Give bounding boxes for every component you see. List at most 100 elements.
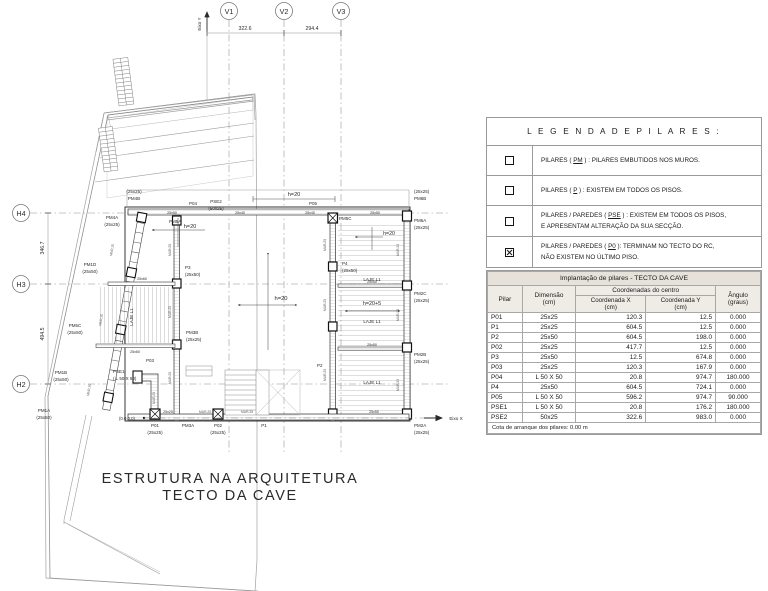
cell-angulo: 0.000 bbox=[715, 352, 761, 363]
svg-text:PM3B: PM3B bbox=[186, 330, 198, 335]
cell-dimensao: 25x25 bbox=[521, 342, 577, 353]
svg-text:P2: P2 bbox=[317, 363, 323, 368]
legend-row-text: PILARES / PAREDES ( PSE ) : EXISTEM EM T… bbox=[533, 206, 761, 236]
svg-text:(25x25): (25x25) bbox=[186, 337, 202, 342]
structural-plan-drawing: V1 V2 V3 Eixo Y bbox=[12, 2, 463, 591]
svg-text:(25x25): (25x25) bbox=[414, 430, 430, 435]
svg-text:P05: P05 bbox=[309, 201, 318, 206]
table-row: P01 25x25 120.3 12.5 0.000 bbox=[487, 312, 761, 323]
svg-text:PM1B: PM1B bbox=[55, 370, 67, 375]
svg-text:(25x50): (25x50) bbox=[53, 377, 69, 382]
legend-symbol-cell bbox=[487, 237, 533, 268]
left-slab-hatch: LAJE L1 bbox=[100, 287, 174, 343]
cell-angulo: 180.000 bbox=[715, 402, 761, 413]
svg-text:PSE1: PSE1 bbox=[113, 369, 125, 374]
cell-y: 198.0 bbox=[645, 332, 717, 343]
svg-text:MUR.25: MUR.25 bbox=[168, 306, 172, 318]
cell-pilar: P1 bbox=[487, 322, 523, 333]
right-slab-hatch-2: LAJE L1 bbox=[338, 289, 406, 346]
svg-text:PM4A: PM4A bbox=[106, 215, 118, 220]
svg-text:P4: P4 bbox=[342, 261, 348, 266]
cell-pilar: P4 bbox=[487, 382, 523, 393]
cell-dimensao: 25x25 bbox=[521, 322, 577, 333]
p01-pillar bbox=[149, 408, 161, 420]
svg-text:PM1D: PM1D bbox=[84, 262, 97, 267]
svg-text:25x50: 25x50 bbox=[370, 211, 380, 215]
svg-text:(25x25): (25x25) bbox=[414, 189, 430, 194]
svg-text:(0.0,0.0): (0.0,0.0) bbox=[119, 416, 136, 421]
svg-text:MUR.25: MUR.25 bbox=[323, 239, 327, 251]
svg-text:(25x25): (25x25) bbox=[210, 430, 226, 435]
svg-text:PM1A: PM1A bbox=[38, 408, 50, 413]
legend-code: P0 bbox=[608, 243, 616, 251]
svg-text:H3: H3 bbox=[16, 280, 25, 289]
legend-row-text: PILARES / PAREDES ( P0 ): TERMINAM NO TE… bbox=[533, 237, 761, 267]
cell-angulo: 0.000 bbox=[715, 312, 761, 323]
svg-text:( L 50 X 50): ( L 50 X 50) bbox=[113, 376, 137, 381]
origin-marker: (0.0,0.0) bbox=[119, 416, 424, 421]
legend-row-pse: PILARES / PAREDES ( PSE ) : EXISTEM EM T… bbox=[487, 206, 761, 238]
table-row: P05 L 50 X 50 596.2 974.7 90.000 bbox=[487, 392, 761, 403]
svg-text:PM2A: PM2A bbox=[414, 423, 426, 428]
pillar-table-body: P01 25x25 120.3 12.5 0.000 P1 25x25 604.… bbox=[487, 312, 761, 434]
table-row: P04 L 50 X 50 20.8 974.7 180.000 bbox=[487, 372, 761, 383]
cell-dimensao: 50x25 bbox=[521, 412, 577, 423]
svg-text:P03: P03 bbox=[146, 358, 155, 363]
cell-pilar: PSE1 bbox=[487, 402, 523, 413]
cell-x: 120.3 bbox=[575, 312, 647, 323]
table-row: P1 25x25 604.5 12.5 0.000 bbox=[487, 322, 761, 333]
svg-text:(25x25): (25x25) bbox=[414, 225, 430, 230]
cell-dimensao: 25x25 bbox=[521, 312, 577, 323]
cell-x: 120.3 bbox=[575, 362, 647, 373]
svg-text:(25x25): (25x25) bbox=[147, 430, 163, 435]
cell-pilar: P05 bbox=[487, 392, 523, 403]
cell-angulo: 0.000 bbox=[715, 342, 761, 353]
header-coord-x-label: Coordenada X bbox=[590, 297, 631, 304]
table-row: P02 25x25 417.7 12.5 0.000 bbox=[487, 342, 761, 353]
header-coord-y-unit: (cm) bbox=[674, 304, 687, 311]
svg-text:PM5A: PM5A bbox=[169, 219, 181, 224]
interior-wall-right bbox=[327, 212, 339, 422]
empty-square-icon bbox=[505, 156, 514, 165]
svg-text:LAJE L1: LAJE L1 bbox=[363, 319, 381, 324]
svg-text:MUR.25: MUR.25 bbox=[396, 244, 400, 256]
svg-text:MUR.25: MUR.25 bbox=[168, 372, 172, 384]
header-dimensao: Dimensão (cm) bbox=[521, 285, 577, 313]
center-thickness-arrow-2: h=20 bbox=[237, 252, 298, 350]
table-row: P4 25x50 604.5 724.1 0.000 bbox=[487, 382, 761, 393]
svg-text:PM6A: PM6A bbox=[414, 218, 426, 223]
svg-text:(25x50): (25x50) bbox=[67, 330, 83, 335]
cell-y: 176.2 bbox=[645, 402, 717, 413]
svg-text:MUR.25: MUR.25 bbox=[152, 392, 156, 404]
p2-pillar bbox=[299, 369, 308, 379]
legend-row-text: PILARES ( PM ) : PILARES EMBUTIDOS NOS M… bbox=[541, 156, 700, 164]
svg-text:25x60: 25x60 bbox=[137, 277, 147, 281]
legend-symbol-cell bbox=[487, 146, 533, 175]
header-coord-x: Coordenada X (cm) bbox=[575, 295, 647, 313]
table-row: P2 25x50 604.5 198.0 0.000 bbox=[487, 332, 761, 343]
cell-angulo: 90.000 bbox=[715, 392, 761, 403]
svg-text:(25x50): (25x50) bbox=[185, 272, 201, 277]
cell-y: 724.1 bbox=[645, 382, 717, 393]
cell-x: 604.5 bbox=[575, 332, 647, 343]
header-angulo: Ângulo (graus) bbox=[715, 285, 761, 313]
cell-angulo: 0.000 bbox=[715, 332, 761, 343]
cell-y: 12.5 bbox=[645, 342, 717, 353]
upper-stair-hatch-2 bbox=[98, 126, 119, 173]
cell-x: 604.5 bbox=[575, 322, 647, 333]
cell-angulo: 0.000 bbox=[715, 362, 761, 373]
top-dimension-chain: 322.6 294.4 bbox=[206, 26, 342, 100]
cell-dimensao: L 50 X 50 bbox=[521, 392, 577, 403]
svg-text:MUR.25: MUR.25 bbox=[396, 379, 400, 391]
top-beam-band: 25x50 25x40 25x40 25x50 bbox=[127, 208, 410, 216]
interior-beam-lower: 25x60 bbox=[95, 343, 176, 354]
cell-pilar: P04 bbox=[487, 372, 523, 383]
cell-dimensao: 25x50 bbox=[521, 382, 577, 393]
svg-text:MUR.25: MUR.25 bbox=[168, 244, 172, 256]
legend-symbol-cell bbox=[487, 176, 533, 205]
svg-text:(25x25): (25x25) bbox=[414, 359, 430, 364]
table-title: Implantação de pilares - TECTO DA CAVE bbox=[487, 271, 761, 286]
legend-code: PSE bbox=[608, 212, 621, 219]
svg-text:h=20: h=20 bbox=[383, 231, 395, 237]
svg-text:LAJE L1: LAJE L1 bbox=[363, 277, 381, 282]
